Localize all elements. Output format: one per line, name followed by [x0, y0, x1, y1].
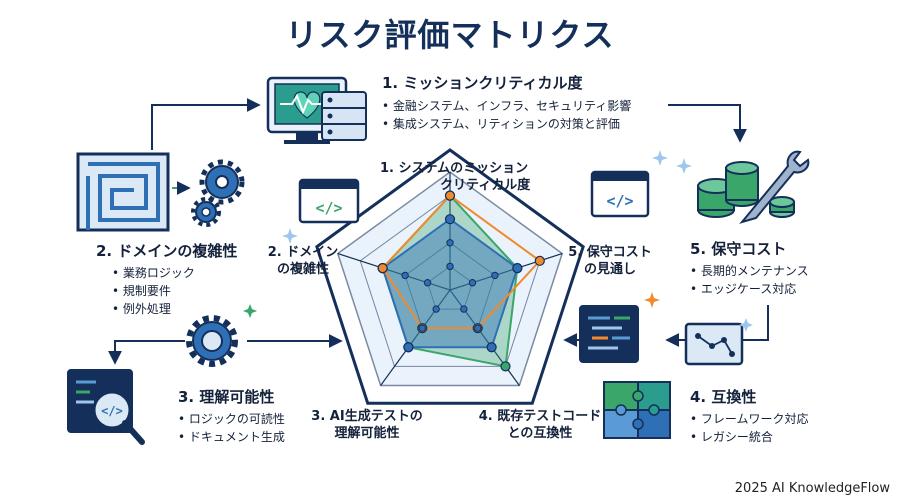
footer-credit: 2025 AI KnowledgeFlow — [734, 481, 890, 496]
radar-spoke — [380, 289, 451, 386]
radar-point — [500, 361, 511, 372]
axis-label-compatibility: 4. 既存テストコード との互換性 — [478, 409, 602, 441]
wrench-icon — [739, 150, 810, 224]
list-item: 規制要件 — [112, 282, 195, 300]
radar-grid-ring — [426, 265, 474, 310]
radar-point — [512, 263, 523, 274]
radar-ring-marker — [491, 271, 499, 280]
code-listing-icon — [579, 305, 639, 363]
monitor-heart-icon — [266, 76, 367, 144]
maint-heading: 5. 保守コスト — [690, 240, 787, 258]
magnifier-code-icon: </> — [67, 369, 145, 445]
radar-ring-marker — [446, 262, 454, 271]
axis-label-mission: 1. システムのミッション クリティカル度 — [380, 161, 531, 193]
domain-heading: 2. ドメインの複雑性 — [96, 242, 238, 260]
code-window-icon: </> — [298, 178, 360, 224]
radar-ring-marker — [401, 271, 409, 280]
page-title: リスク評価マトリクス — [285, 16, 615, 54]
radar-ring-marker — [446, 239, 454, 247]
list-item: エッジケース対応 — [690, 280, 809, 298]
list-item: 集成システム、リティションの対策と評価 — [382, 115, 631, 133]
radar-chart — [315, 148, 585, 405]
radar-grid-ring — [336, 171, 564, 387]
diagram-window-icon — [684, 322, 744, 366]
radar-point — [377, 263, 388, 274]
radar-point — [444, 190, 456, 201]
coins-icon — [697, 161, 759, 218]
radar-point — [444, 214, 456, 225]
arrow-domain-to-mission — [151, 98, 261, 150]
mission-heading: 1. ミッションクリティカル度 — [382, 74, 583, 92]
radar-ring-marker — [418, 324, 426, 332]
sparkle-icon — [243, 150, 753, 332]
domain-bullets: 業務ロジック 規制要件 例外処理 — [112, 264, 195, 318]
list-item: レガシー統合 — [690, 428, 809, 446]
compat-bullets: フレームワーク対応 レガシー統合 — [690, 410, 809, 446]
radar-frame — [315, 148, 585, 405]
gears-icon — [191, 159, 245, 227]
svg-text:</>: </> — [101, 404, 123, 418]
radar-point — [403, 342, 414, 353]
arrow-mission-to-maint — [668, 104, 747, 143]
mission-bullets: 金融システム、インフラ、セキュリティ影響 集成システム、リティションの対策と評価 — [382, 97, 631, 133]
radar-series-area — [381, 194, 542, 330]
radar-ring-marker — [468, 279, 477, 287]
maint-bullets: 長期的メンテナンス エッジケース対応 — [690, 262, 809, 298]
radar-point — [486, 342, 497, 353]
list-item: 長期的メンテナンス — [690, 262, 809, 280]
radar-ring-marker — [432, 305, 440, 313]
list-item: ロジックの可読性 — [178, 410, 285, 428]
arrow-understand-from-gear — [108, 340, 185, 365]
radar-spoke — [337, 252, 451, 291]
list-item: 例外処理 — [112, 300, 195, 318]
svg-text:</>: </> — [606, 192, 633, 210]
list-item: フレームワーク対応 — [690, 410, 809, 428]
list-item: ドキュメント生成 — [178, 428, 285, 446]
radar-series-area — [381, 217, 519, 349]
list-item: 金融システム、インフラ、セキュリティ影響 — [382, 97, 631, 115]
radar-ring-marker — [474, 324, 482, 332]
gear-icon — [186, 315, 238, 367]
puzzle-icon — [603, 381, 671, 439]
radar-ring-marker — [423, 279, 432, 287]
understand-bullets: ロジックの可読性 ドキュメント生成 — [178, 410, 285, 446]
maze-icon — [76, 152, 170, 232]
understand-heading: 3. 理解可能性 — [178, 388, 275, 406]
list-item: 業務ロジック — [112, 264, 195, 282]
svg-text:</>: </> — [315, 199, 342, 217]
axis-label-understandability: 3. AI生成テストの 理解可能性 — [311, 409, 423, 441]
compat-heading: 4. 互換性 — [690, 388, 757, 406]
axis-label-maintenance: 5. 保守コスト の見通し — [568, 245, 652, 277]
coins-icon — [769, 196, 795, 218]
axis-label-domain: 2. ドメイン の複雑性 — [267, 245, 339, 277]
radar-point — [534, 255, 545, 266]
radar-ring-marker — [460, 305, 468, 313]
code-window-icon: </> — [590, 170, 650, 218]
